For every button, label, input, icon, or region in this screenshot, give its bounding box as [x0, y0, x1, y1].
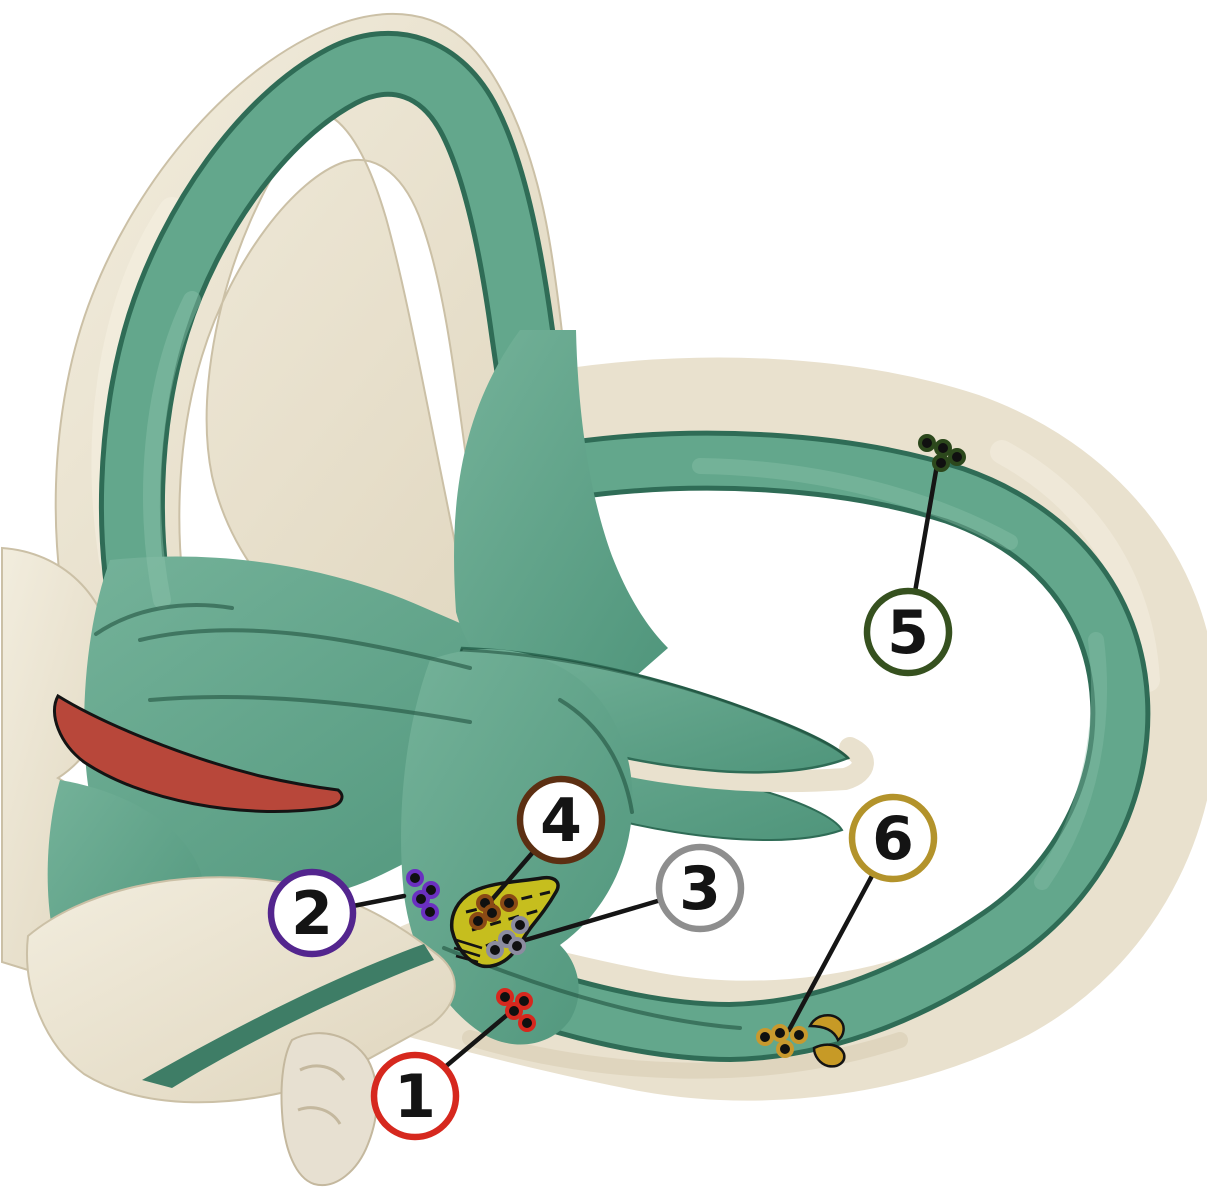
injection-dot-5-4: [932, 454, 950, 472]
label-number-2: 2: [291, 879, 333, 949]
crevice-3: [94, 603, 234, 636]
injection-dot-5-2: [934, 439, 952, 457]
injection-dot-3-4: [486, 941, 504, 959]
red-band-structure: [53, 693, 344, 813]
bone-fragment: [280, 1032, 378, 1187]
lateral-duct: [415, 435, 1146, 1058]
leader-line-6: [786, 871, 876, 1033]
membrane-highlight-1: [143, 291, 201, 609]
label-number-6: 6: [872, 804, 914, 874]
bone-highlight-right: [990, 440, 1160, 692]
gold-crescent-lower: [812, 1043, 846, 1068]
injection-dot-4-3: [483, 904, 501, 922]
leader-line-2: [350, 893, 407, 909]
injection-dot-6-4: [776, 1040, 794, 1058]
crevice-5: [460, 648, 850, 760]
injection-dot-2-1: [406, 869, 424, 887]
membrane-highlight-3: [1034, 632, 1107, 890]
injection-dot-2-3: [412, 890, 430, 908]
marker-group-6: 6: [756, 793, 938, 1058]
injection-dot-6-2: [771, 1024, 789, 1042]
injection-dot-4-2: [500, 894, 518, 912]
leader-line-1: [442, 1007, 516, 1070]
leader-line-3: [519, 897, 664, 944]
crevice-4: [558, 698, 634, 814]
superior-canal-bone-ring: [54, 12, 580, 696]
macula-dash-2: [471, 908, 541, 932]
gold-crescent-upper: [807, 1013, 845, 1042]
crevice-1: [138, 628, 472, 670]
label-number-4: 4: [540, 786, 582, 856]
injection-dot-6-1: [756, 1028, 774, 1046]
injection-dot-1-1: [496, 988, 514, 1006]
label-number-3: 3: [679, 854, 721, 924]
label-circle-5: [863, 587, 953, 677]
macula-hatch-2: [453, 946, 481, 958]
marker-group-1: 1: [370, 988, 536, 1141]
label-number-5: 5: [887, 598, 929, 668]
marker-group-4: 4: [469, 775, 606, 930]
bone-fragment-detail-1: [299, 1064, 346, 1081]
common-crus-trunk: [454, 330, 668, 700]
injection-dot-3-3: [508, 937, 526, 955]
label-circle-6: [848, 793, 938, 883]
scala-green-sliver: [142, 944, 434, 1088]
label-circle-4: [516, 775, 606, 865]
annotation-layer: 1 2 3 4 5 6: [267, 434, 966, 1141]
crevice-2: [148, 694, 472, 724]
macula-hatch-lines: [453, 938, 483, 964]
membrane-highlight-2: [692, 458, 1018, 550]
macula-hatch-1: [455, 938, 483, 950]
macula-hatch-3: [455, 954, 479, 964]
injection-dot-3-1: [511, 916, 529, 934]
injection-dot-6-3: [790, 1026, 808, 1044]
injection-dot-1-3: [505, 1002, 523, 1020]
bone-fragment-detail-2: [297, 1106, 342, 1125]
injection-dot-1-4: [518, 1014, 536, 1032]
label-circle-1: [370, 1051, 460, 1141]
injection-dot-5-1: [918, 434, 936, 452]
injection-dot-2-4: [421, 903, 439, 921]
label-circle-2: [267, 868, 357, 958]
injection-dot-4-4: [469, 912, 487, 930]
injection-dot-5-3: [948, 448, 966, 466]
label-number-1: 1: [394, 1062, 436, 1132]
marker-group-3: 3: [486, 843, 745, 959]
label-circle-3: [655, 843, 745, 933]
marker-group-5: 5: [863, 434, 966, 677]
leader-line-5: [912, 462, 940, 595]
injection-dot-1-2: [515, 992, 533, 1010]
leader-line-4: [486, 848, 537, 906]
marker-group-2: 2: [267, 868, 440, 958]
